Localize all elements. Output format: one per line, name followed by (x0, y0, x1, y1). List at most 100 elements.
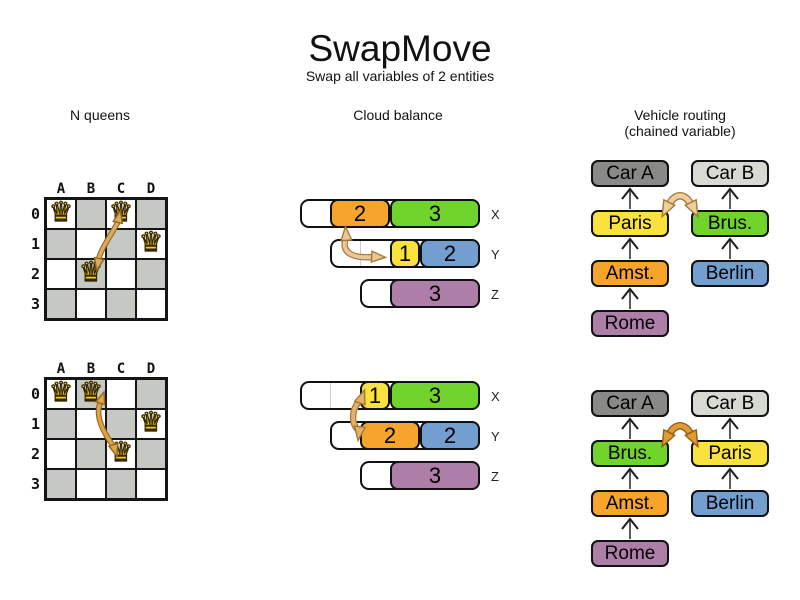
process-block: 3 (390, 381, 480, 410)
vehicle-node: Car A (591, 390, 669, 417)
board-cell (136, 439, 166, 469)
board-col-label: B (86, 361, 96, 377)
vehicle-routing-label: Vehicle routing (634, 107, 726, 123)
board-cell (106, 259, 136, 289)
board-cell (76, 289, 106, 319)
board-row-label: 3 (30, 475, 40, 493)
capacity-gridline (360, 241, 361, 266)
computer-label: Y (491, 429, 500, 444)
computer-label: Y (491, 247, 500, 262)
vehicle-node: Berlin (691, 490, 769, 517)
board-cell (106, 379, 136, 409)
chain-arrow-icon (621, 187, 639, 200)
vehicle-node: Brus. (691, 210, 769, 237)
chain-arrow-icon (621, 417, 639, 430)
chain-arrow-icon (621, 467, 639, 480)
chain-arrow-icon (621, 517, 639, 530)
board-row-label: 1 (30, 415, 40, 433)
process-block: 1 (360, 381, 390, 410)
board-row-label: 2 (30, 265, 40, 283)
board-cell (136, 409, 166, 439)
board-col-label: D (146, 181, 156, 197)
board-cell (46, 259, 76, 289)
queen-icon: ♛ (78, 377, 104, 408)
vehicle-node: Car A (591, 160, 669, 187)
chain-arrow-icon (621, 237, 639, 250)
vehicle-node: Car B (691, 160, 769, 187)
board-cell (136, 289, 166, 319)
board-cell (106, 409, 136, 439)
board-row-label: 0 (30, 385, 40, 403)
process-block: 2 (420, 421, 480, 450)
process-block: 1 (390, 239, 420, 268)
board-cell (46, 379, 76, 409)
vehicle-node: Amst. (591, 490, 669, 517)
column-header-cloud-balance: Cloud balance (353, 107, 443, 123)
board-col-label: D (146, 361, 156, 377)
computer-label: Z (491, 287, 499, 302)
board-cell (136, 199, 166, 229)
queen-icon: ♛ (138, 227, 164, 258)
board-cell (76, 409, 106, 439)
board-cell (76, 439, 106, 469)
board-col-label: C (116, 361, 126, 377)
board-cell (46, 439, 76, 469)
queen-icon: ♛ (78, 257, 104, 288)
vehicle-routing-sublabel: (chained variable) (624, 123, 736, 139)
queen-icon: ♛ (108, 197, 134, 228)
vehicle-node: Rome (591, 540, 669, 567)
board-cell (136, 259, 166, 289)
chain-arrow-icon (721, 467, 739, 480)
vehicle-node: Paris (591, 210, 669, 237)
board-cell (46, 199, 76, 229)
queen-icon: ♛ (108, 437, 134, 468)
process-block: 3 (390, 461, 480, 490)
board-cell (46, 409, 76, 439)
column-header-vehicle-routing: Vehicle routing (chained variable) (580, 107, 780, 139)
queen-icon: ♛ (48, 197, 74, 228)
process-block: 3 (390, 199, 480, 228)
computer-label: Z (491, 469, 499, 484)
board-cell (46, 469, 76, 499)
column-header-nqueens: N queens (70, 107, 130, 123)
board-row-label: 3 (30, 295, 40, 313)
process-block: 2 (360, 421, 420, 450)
board-cell (76, 229, 106, 259)
vehicle-node: Rome (591, 310, 669, 337)
board-cell (76, 199, 106, 229)
process-block: 2 (420, 239, 480, 268)
vehicle-node: Brus. (591, 440, 669, 467)
chain-arrow-icon (721, 417, 739, 430)
board-col-label: C (116, 181, 126, 197)
board-cell (106, 469, 136, 499)
swap-arrow-vehicle-after (665, 423, 695, 440)
process-block: 2 (330, 199, 390, 228)
board-cell (46, 229, 76, 259)
process-block: 3 (390, 279, 480, 308)
board-row-label: 2 (30, 445, 40, 463)
board-cell (136, 469, 166, 499)
board-col-label: B (86, 181, 96, 197)
vehicle-node: Berlin (691, 260, 769, 287)
queen-icon: ♛ (138, 407, 164, 438)
vehicle-node: Paris (691, 440, 769, 467)
swap-arrow-vehicle-before (664, 192, 696, 211)
queen-icon: ♛ (48, 377, 74, 408)
board-row-label: 0 (30, 205, 40, 223)
board-cell (106, 289, 136, 319)
board-cell (76, 259, 106, 289)
board-col-label: A (56, 181, 66, 197)
board-row-label: 1 (30, 235, 40, 253)
chain-arrow-icon (721, 187, 739, 200)
swap-arrow-vehicle-after (664, 422, 696, 441)
page-title: SwapMove (308, 28, 492, 69)
computer-label: X (491, 207, 500, 222)
chain-arrow-icon (621, 287, 639, 300)
board-cell (76, 469, 106, 499)
vehicle-node: Amst. (591, 260, 669, 287)
board-cell (136, 229, 166, 259)
board-cell (136, 379, 166, 409)
vehicle-node: Car B (691, 390, 769, 417)
board-cell (46, 289, 76, 319)
